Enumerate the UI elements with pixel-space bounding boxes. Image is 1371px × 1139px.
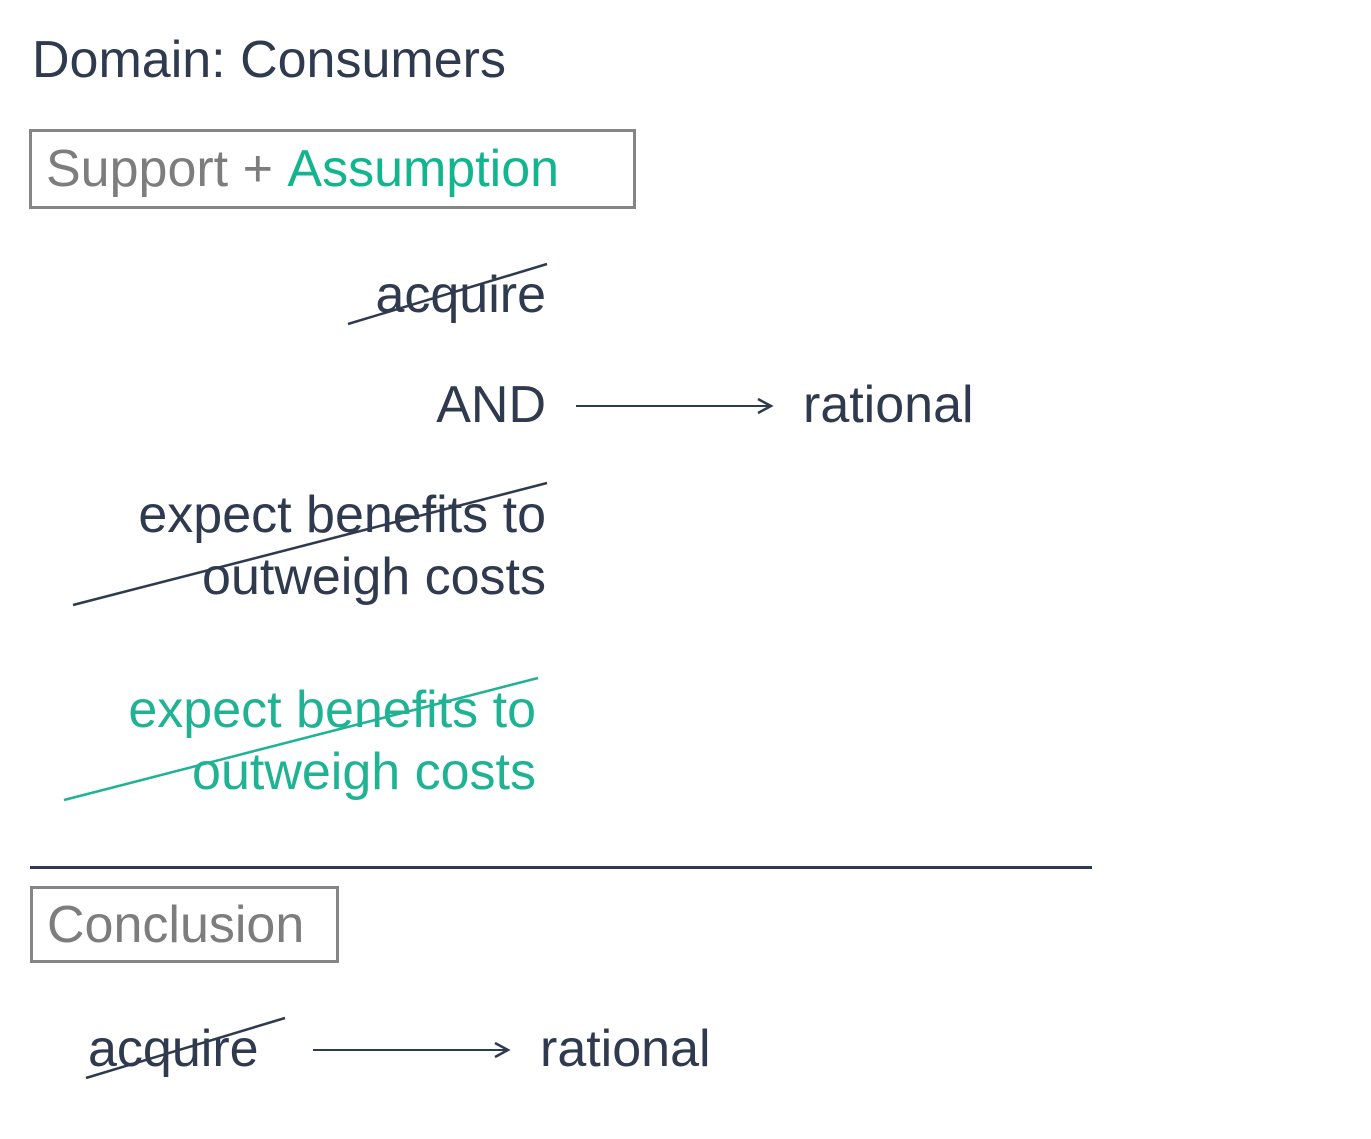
assumption-line-1: expect benefits to bbox=[128, 681, 536, 739]
conclusion-acquire: acquire bbox=[88, 1020, 259, 1078]
connector-and: AND bbox=[436, 376, 546, 434]
support-assumption-label: Support + Assumption bbox=[29, 129, 636, 209]
premise-acquire: acquire bbox=[375, 266, 546, 324]
premise-result-rational: rational bbox=[803, 376, 974, 434]
conclusion-label: Conclusion bbox=[30, 886, 339, 963]
premise-line-1: expect benefits to bbox=[138, 486, 546, 544]
conclusion-result-rational: rational bbox=[540, 1020, 711, 1078]
assumption-line-2: outweigh costs bbox=[192, 743, 536, 801]
divider-line bbox=[30, 866, 1092, 869]
premise-line-2: outweigh costs bbox=[202, 548, 546, 606]
arrow-right-icon bbox=[576, 397, 774, 415]
arrow-right-icon bbox=[313, 1041, 511, 1059]
assumption-expect-benefits: expect benefits to outweigh costs bbox=[30, 679, 536, 803]
assumption-label-text: Assumption bbox=[287, 140, 560, 198]
premise-expect-benefits: expect benefits to outweigh costs bbox=[40, 484, 546, 608]
support-label-text: Support + bbox=[46, 140, 288, 198]
domain-title: Domain: Consumers bbox=[32, 31, 506, 89]
